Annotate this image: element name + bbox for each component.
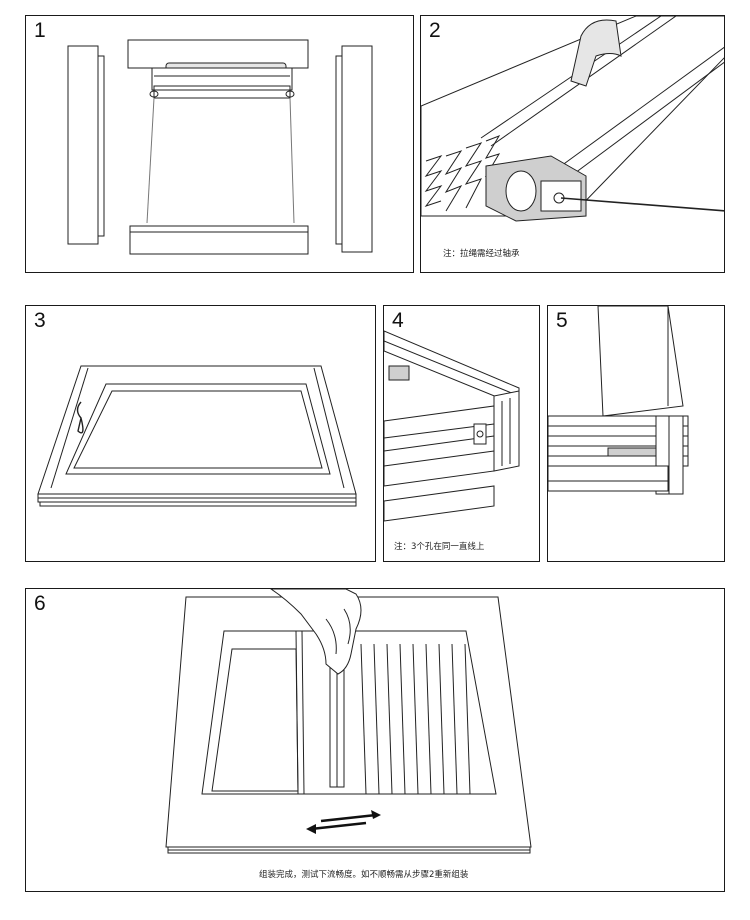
step-3-panel: 3 — [25, 305, 376, 562]
step-4-illustration — [384, 330, 520, 522]
step-6-number: 6 — [34, 592, 46, 615]
step-4-note: 注：3个孔在同一直线上 — [394, 542, 485, 552]
step-2-panel: 2 注：拉绳需经过轴承 — [420, 15, 725, 273]
step-6-panel: 6 — [25, 588, 725, 892]
step-4-number: 4 — [392, 309, 404, 332]
step-1-number: 1 — [34, 19, 46, 42]
step-2-illustration — [421, 16, 724, 222]
step-3-number: 3 — [34, 309, 46, 332]
step-1-panel: 1 — [25, 15, 414, 273]
step-2-note: 注：拉绳需经过轴承 — [443, 249, 520, 259]
step-5-illustration — [548, 306, 689, 495]
step-6-illustration — [165, 589, 532, 854]
step-6-note: 组装完成，测试下流畅度。如不顺畅需从步骤2重新组装 — [259, 870, 469, 880]
step-3-illustration — [37, 365, 357, 507]
step-4-panel: 4 注：3个孔在同一直线上 — [383, 305, 540, 562]
step-1-illustration — [67, 39, 373, 255]
step-5-number: 5 — [556, 309, 568, 332]
step-5-panel: 5 — [547, 305, 725, 562]
step-2-number: 2 — [429, 19, 441, 42]
